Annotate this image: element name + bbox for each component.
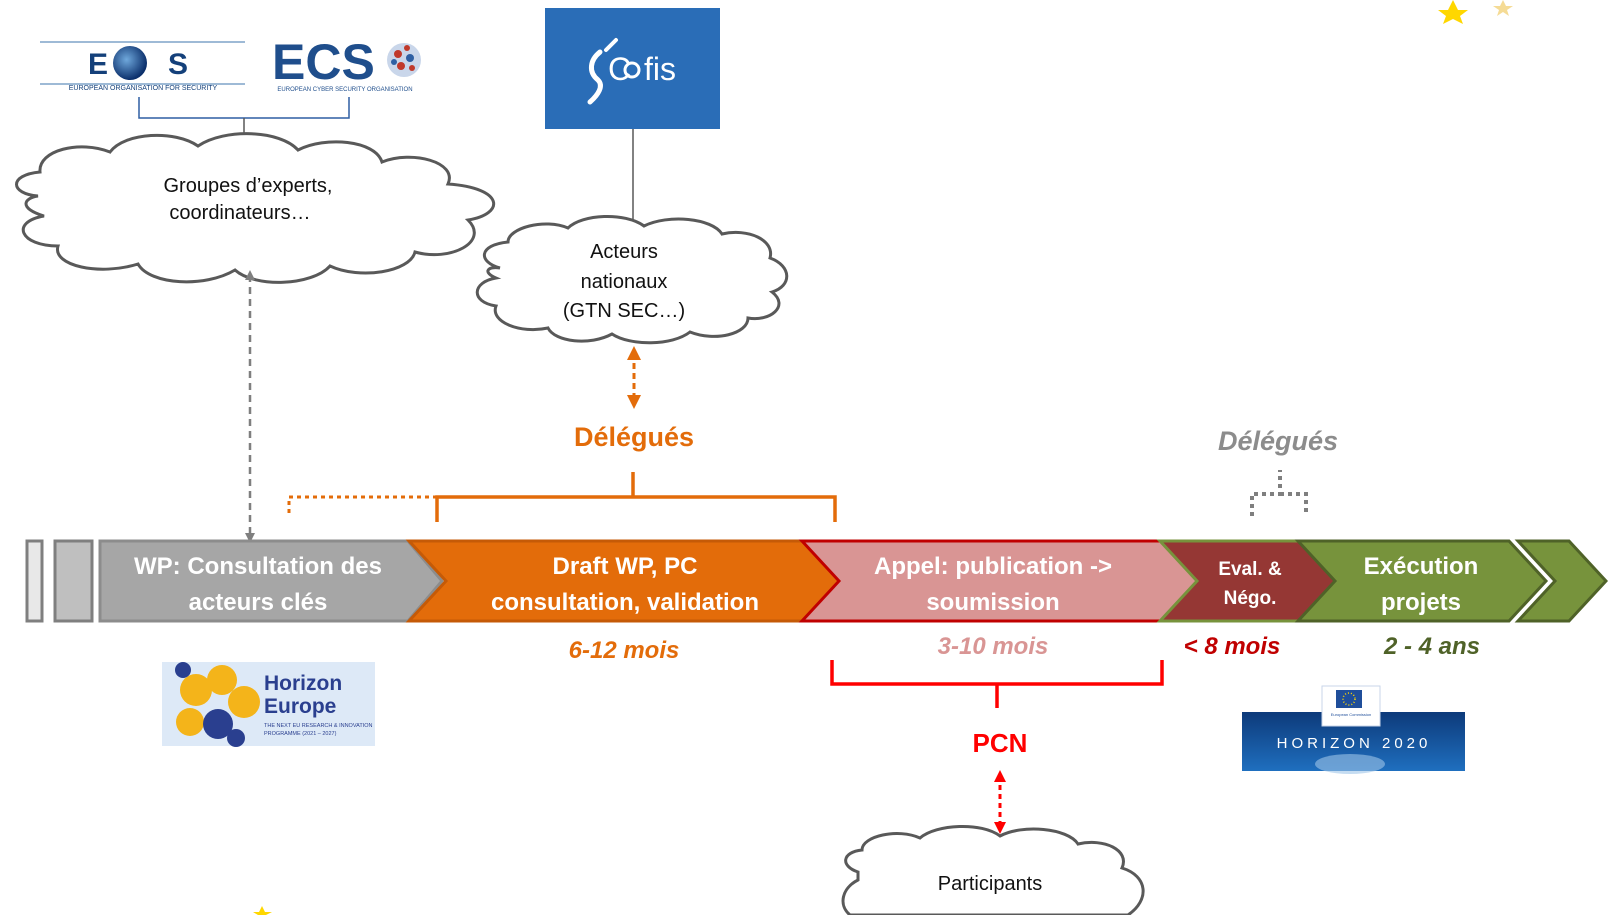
he-circle-2 (207, 665, 237, 695)
stage-execution-line2: projets (1381, 589, 1461, 616)
delegues-grey-label: Délégués (1218, 426, 1338, 456)
stage-draft-line2: consultation, validation (491, 589, 759, 616)
cofis-c: C (608, 51, 631, 87)
ecs-subtitle: EUROPEAN CYBER SECURITY ORGANISATION (277, 87, 412, 93)
eos-subtitle: EUROPEAN ORGANISATION FOR SECURITY (69, 85, 218, 92)
delegues-orange-label: Délégués (574, 422, 694, 452)
stage-continuation (1514, 539, 1608, 623)
cloud-national-line3: (GTN SEC…) (563, 300, 685, 322)
horizon-europe-logo: Horizon Europe THE NEXT EU RESEARCH & IN… (162, 662, 375, 747)
stage-execution (1294, 539, 1549, 623)
horizon-europe-line2: Europe (264, 695, 336, 718)
timeline-start-bar-2 (53, 539, 94, 623)
he-circle-1 (180, 674, 212, 706)
he-circle-6 (227, 729, 245, 747)
delegues-orange-bracket (287, 472, 837, 522)
horizon2020-logo: European Commission HORIZON 2020 (1242, 685, 1465, 774)
cloud-experts-line1: Groupes d’experts, (164, 175, 333, 197)
duration-appel: 3-10 mois (938, 633, 1049, 660)
stage-execution-line1: Exécution (1364, 553, 1479, 580)
eos-logo: E S EUROPEAN ORGANISATION FOR SECURITY (40, 41, 245, 92)
pcn-bracket (830, 660, 1164, 708)
horizon2020-text: HORIZON 2020 (1277, 735, 1432, 752)
ecs-logo: ECS EUROPEAN CYBER SECURITY ORGANISATION (272, 34, 421, 93)
stage-eval-line2: Négo. (1224, 588, 1277, 609)
stage-draft-line1: Draft WP, PC (553, 553, 698, 580)
stage-appel-line1: Appel: publication -> (874, 553, 1112, 580)
horizon-europe-line1: Horizon (264, 672, 342, 695)
stage-consultation (98, 539, 444, 623)
star-icon (1438, 0, 1513, 24)
h2020-badge-text: European Commission (1331, 712, 1371, 717)
cloud-experts-line2: coordinateurs… (169, 202, 310, 224)
timeline-start-bar-1 (25, 539, 44, 623)
eos-letter-s: S (168, 48, 188, 81)
stage-consultation-line2: acteurs clés (189, 589, 328, 616)
pcn-label: PCN (973, 728, 1028, 758)
horizon-europe-tagline2: PROGRAMME (2021 – 2027) (264, 731, 337, 737)
cloud-participants-label: Participants (938, 873, 1043, 895)
cloud-national: Acteurs nationaux (GTN SEC…) (475, 215, 789, 345)
cloud-experts: Groupes d’experts, coordinateurs… (15, 132, 496, 284)
eu-flag-icon (1336, 690, 1362, 708)
stage-consultation-line1: WP: Consultation des (134, 553, 382, 580)
duration-execution: 2 - 4 ans (1383, 633, 1480, 660)
stage-eval-line1: Eval. & (1218, 559, 1282, 580)
he-circle-5 (203, 709, 233, 739)
ecs-wordmark: ECS (272, 34, 375, 90)
cofis-logo: C fis (545, 8, 720, 129)
cloud-participants: Participants (841, 825, 1145, 915)
he-circle-7 (175, 662, 191, 678)
he-circle-4 (176, 708, 204, 736)
eos-letter-e: E (88, 48, 108, 81)
ecs-dots-icon (387, 43, 421, 77)
duration-eval: < 8 mois (1184, 633, 1281, 660)
he-circle-3 (228, 686, 260, 718)
globe-icon (113, 46, 147, 80)
horizon-europe-tagline1: THE NEXT EU RESEARCH & INNOVATION (264, 723, 373, 729)
stage-appel-line2: soumission (926, 589, 1059, 616)
cloud-national-line1: Acteurs (590, 241, 658, 263)
cofis-fis: fis (644, 51, 676, 87)
duration-draft: 6-12 mois (569, 637, 680, 664)
cloud-national-line2: nationaux (581, 271, 668, 293)
star-icon (253, 906, 272, 915)
timeline: WP: Consultation des acteurs clés Draft … (25, 539, 1608, 623)
delegues-grey-bracket (1250, 470, 1308, 516)
